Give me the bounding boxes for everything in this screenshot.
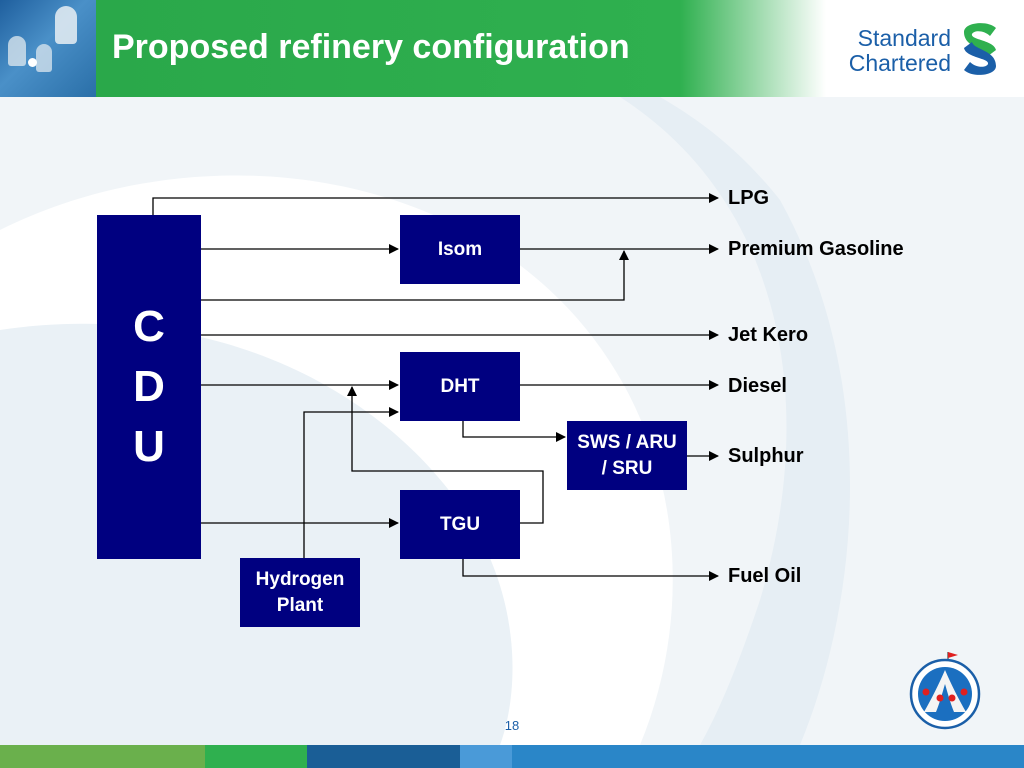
dht-label: DHT (440, 375, 480, 397)
page-number: 18 (504, 718, 520, 733)
sws-aru-sru-unit: SWS / ARU / SRU (567, 421, 687, 490)
line-tgu-fueloil (462, 559, 719, 581)
product-diesel: Diesel (728, 375, 787, 397)
line-dht-sws (462, 421, 566, 442)
cdu-unit: C D U (97, 215, 201, 559)
tgu-unit: TGU (400, 490, 520, 559)
product-lpg: LPG (728, 187, 770, 209)
cdu-letter-d: D (133, 362, 165, 411)
standard-chartered-s-icon (964, 23, 996, 75)
title-bar (96, 0, 826, 97)
product-jet-kero: Jet Kero (728, 324, 809, 346)
cdu-letter-u: U (133, 422, 165, 471)
hydrogen-plant-unit: Hydrogen Plant (240, 558, 360, 627)
cdu-letter-c: C (133, 302, 165, 351)
line-tgu-recycle (347, 386, 544, 524)
product-fuel-oil: Fuel Oil (728, 565, 802, 587)
line-cdu-gasoline-blend (201, 250, 629, 301)
brand-line-2: Chartered (848, 50, 951, 76)
kprl-emblem-icon (909, 652, 981, 730)
product-sulphur: Sulphur (728, 445, 804, 467)
brand-line-1: Standard (857, 25, 951, 51)
slide-header: Proposed refinery configuration Standard… (0, 0, 1024, 97)
brand-name: Standard Chartered (845, 26, 951, 76)
sws-label-line-2: / SRU (601, 457, 653, 479)
line-cdu-lpg (152, 193, 719, 215)
tgu-label: TGU (439, 513, 481, 535)
line-hydrogen-dht (303, 407, 399, 558)
sws-label-line-1: SWS / ARU (577, 431, 677, 453)
hydrogen-label-line-1: Hydrogen (255, 568, 345, 590)
hydrogen-label-line-2: Plant (276, 594, 324, 616)
product-premium-gasoline: Premium Gasoline (728, 238, 904, 260)
page-title: Proposed refinery configuration (112, 28, 630, 66)
header-photo (0, 0, 96, 97)
footer-bar (0, 745, 1024, 768)
dht-unit: DHT (400, 352, 520, 421)
isom-unit: Isom (400, 215, 520, 284)
isom-label: Isom (437, 238, 483, 260)
